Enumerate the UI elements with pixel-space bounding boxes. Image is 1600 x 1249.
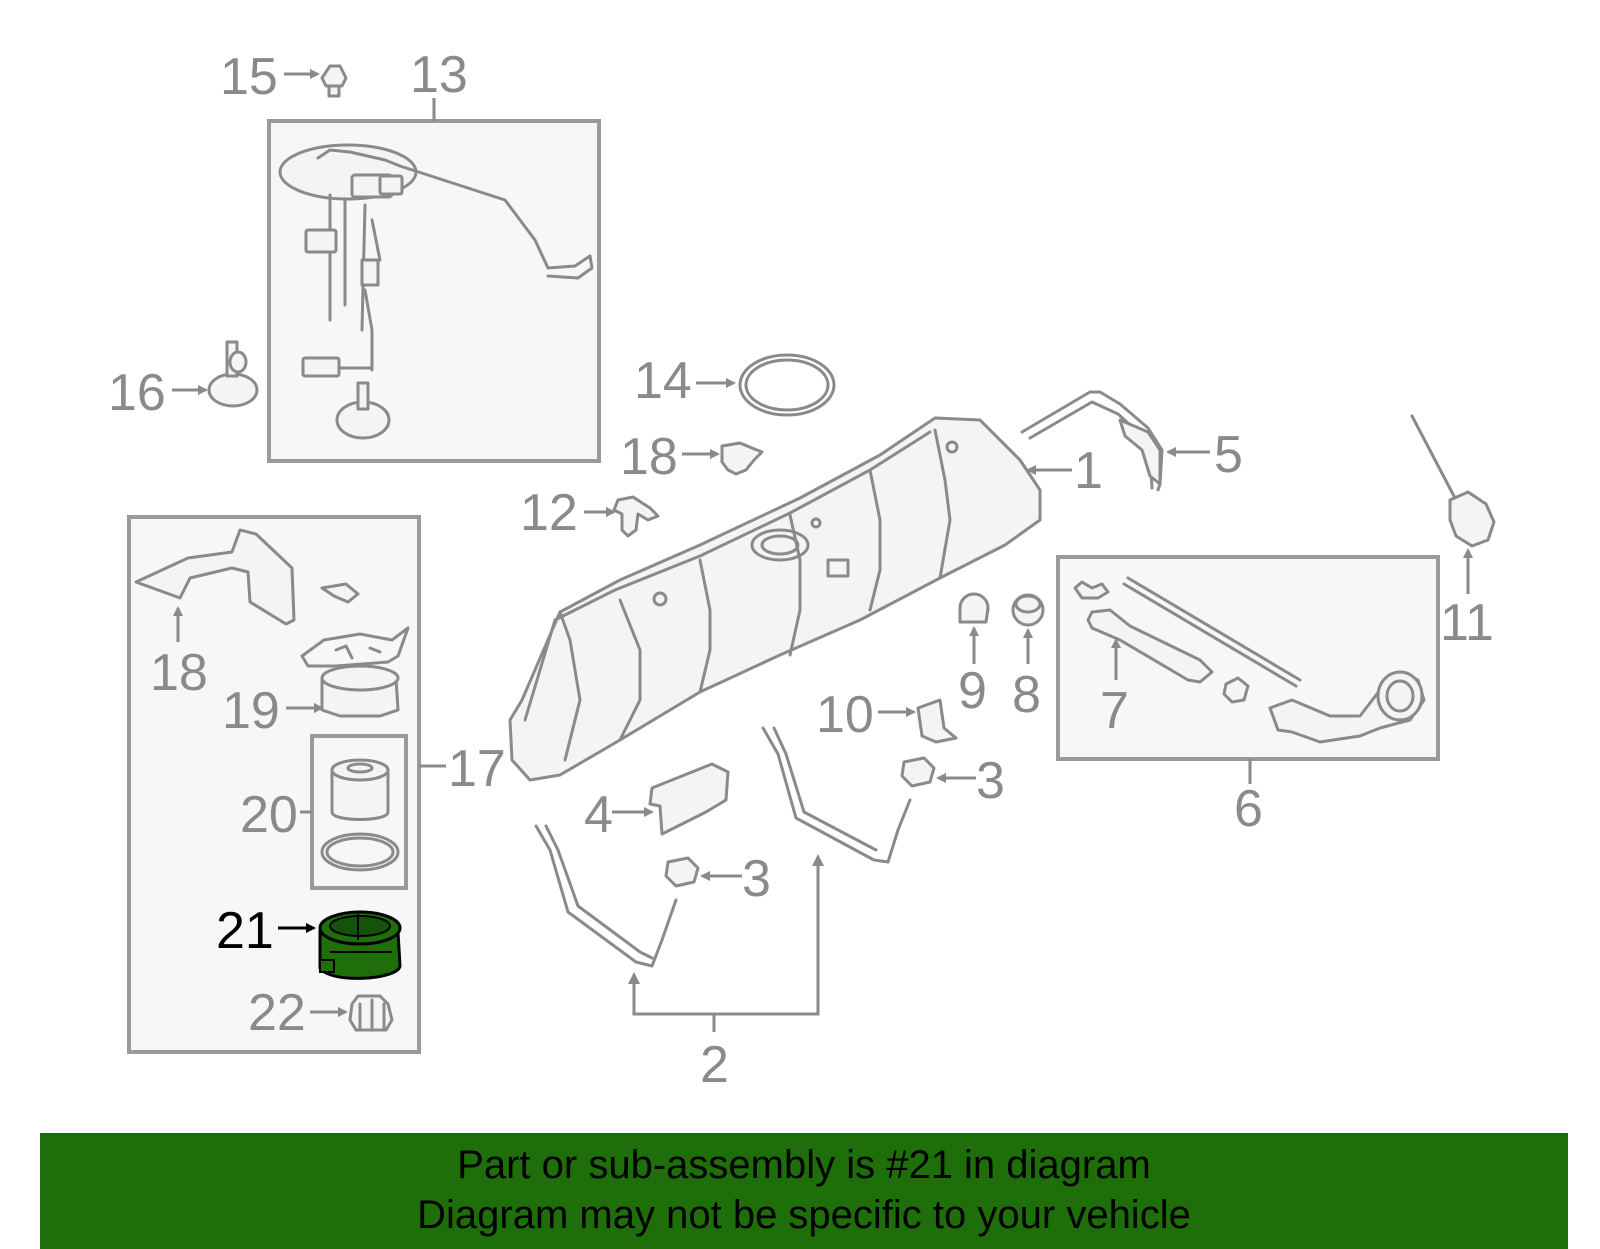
part-3-nut-lower[interactable]	[664, 856, 700, 888]
callout-15: 15	[220, 48, 278, 106]
part-8-plug[interactable]	[1011, 593, 1045, 627]
part-19-pump-assembly[interactable]	[300, 626, 410, 718]
part-10-clip[interactable]	[916, 698, 958, 744]
part-18-bracket-lower[interactable]	[134, 528, 296, 626]
callout-3-lower: 3	[742, 850, 771, 908]
callout-11: 11	[1440, 594, 1494, 652]
callout-21: 21	[216, 902, 274, 960]
callout-1: 1	[1074, 442, 1103, 500]
part-16-float-sender[interactable]	[207, 340, 259, 408]
info-banner: Part or sub-assembly is #21 in diagram D…	[40, 1133, 1568, 1249]
callout-14: 14	[634, 352, 692, 410]
callout-17: 17	[448, 740, 506, 798]
part-9-grommet[interactable]	[958, 592, 990, 624]
part-14-gasket[interactable]	[738, 353, 836, 417]
callout-22: 22	[248, 984, 306, 1042]
banner-line-1: Part or sub-assembly is #21 in diagram	[457, 1143, 1151, 1187]
part-3-nut-upper[interactable]	[900, 756, 936, 788]
fuel-pump-module[interactable]	[278, 143, 594, 440]
part-22-lock-ring[interactable]	[348, 994, 394, 1032]
callout-13: 13	[410, 46, 468, 104]
part-1-fuel-tank[interactable]	[508, 416, 1042, 782]
callout-18-lower: 18	[150, 644, 208, 702]
part-11-fuel-cap[interactable]	[1410, 414, 1496, 548]
callout-2: 2	[700, 1036, 729, 1094]
callout-7: 7	[1100, 682, 1129, 740]
part-6-filler-pipe[interactable]	[1073, 576, 1426, 744]
callout-12: 12	[520, 484, 578, 542]
part-20-filter-kit[interactable]	[320, 758, 400, 872]
leader-2	[632, 858, 820, 1032]
callout-20: 20	[240, 786, 298, 844]
callout-4: 4	[584, 786, 613, 844]
callout-16: 16	[108, 364, 166, 422]
callout-19: 19	[222, 682, 280, 740]
part-12-clip[interactable]	[612, 495, 660, 538]
callout-9: 9	[958, 662, 987, 720]
part-5-heat-shield[interactable]	[1020, 390, 1164, 492]
part-4-shield[interactable]	[648, 762, 730, 836]
part-2-tank-straps[interactable]	[534, 726, 912, 968]
callout-18-upper: 18	[620, 428, 678, 486]
part-18-clip[interactable]	[320, 582, 360, 604]
callout-8: 8	[1012, 666, 1041, 724]
part-15-screw[interactable]	[320, 64, 348, 98]
banner-line-2: Diagram may not be specific to your vehi…	[417, 1193, 1191, 1237]
callout-10: 10	[816, 686, 874, 744]
part-21-highlighted[interactable]	[318, 910, 402, 980]
part-18-bracket-upper[interactable]	[720, 441, 764, 476]
callout-5: 5	[1214, 426, 1243, 484]
callout-6: 6	[1234, 780, 1263, 838]
callout-3-upper: 3	[976, 752, 1005, 810]
